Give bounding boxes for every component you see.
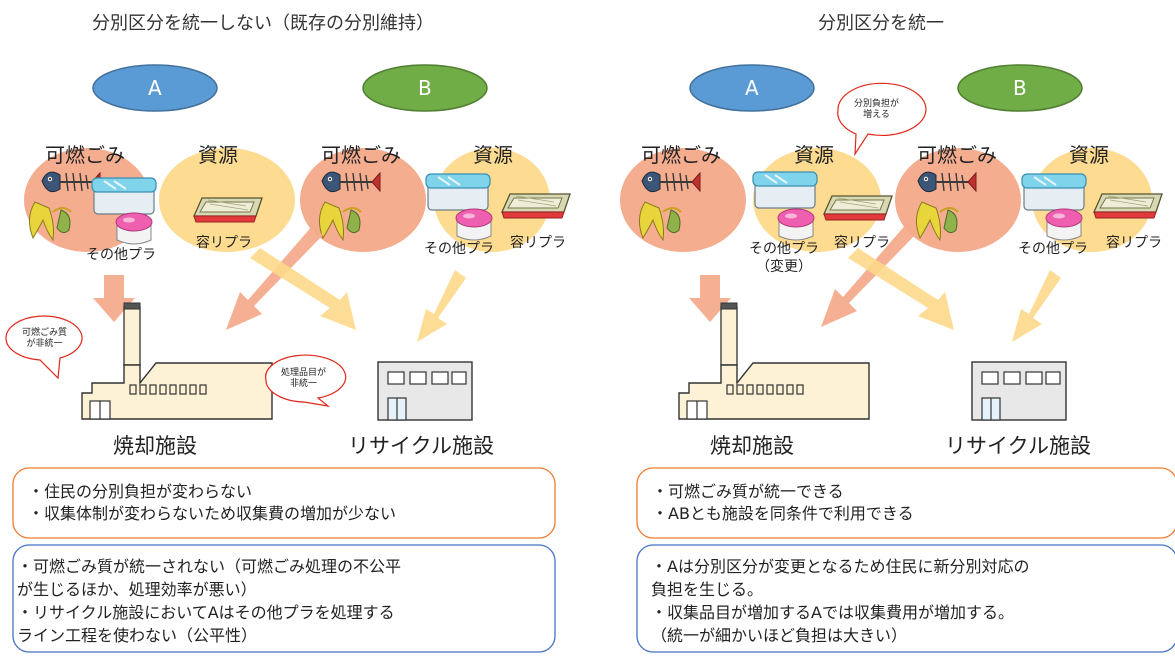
category-resource-b-right: 資源 [1069,143,1109,167]
group-a-ellipse-right [689,64,815,112]
item-container-plastic-b-right: 容リプラ [1106,235,1162,251]
factory-icon [678,302,870,420]
pink-cup-icon [777,208,815,241]
facility-incinerator-left: 焼却施設 [113,434,197,458]
arrow-a-resource-to-recycling-right [848,248,954,330]
callout-incinerator-line1: 可燃ごみ質 [22,328,68,338]
category-resource-a-right: 資源 [794,143,834,167]
plastic-tray-icon [501,193,571,219]
plastic-container-icon [91,177,157,215]
category-resource-b-left: 資源 [473,143,513,167]
plastic-tray-icon [193,197,263,223]
callout-incinerator-text: 可燃ごみ質 が非統一 [22,328,67,350]
callout-recycling-line2: 非統一 [290,379,318,389]
plastic-tray-icon [1093,193,1163,219]
callout-recycling-bubble [265,354,347,407]
callout-burden-bubble [837,82,927,157]
merit-line: ・可燃ごみ質が統一できる [652,482,844,501]
callout-burden-line2: 増える [863,110,890,120]
demerit-line: （統一が細かいほど負担は大きい） [651,626,908,645]
item-other-plastic-a-right-note: （変更） [756,259,812,275]
item-container-plastic-a-left: 容リプラ [196,235,252,251]
demerit-line: ・Aは分別区分が変更となるため住民に新分別対応の [651,557,1030,576]
category-burnable-a-left: 可燃ごみ [45,143,125,167]
plastic-tray-icon [823,195,893,221]
demerit-box-left [12,544,556,653]
facility-incinerator-right: 焼却施設 [710,434,794,458]
category-burnable-a-right: 可燃ごみ [641,143,721,167]
facility-recycling-right: リサイクル施設 [945,434,1091,458]
group-a-ellipse-left [92,64,218,112]
pink-cup-icon [455,208,493,241]
item-other-plastic-a-left: その他プラ [86,247,156,263]
pink-cup-icon [1045,208,1083,241]
merit-text-right: ・可燃ごみ質が統一できる ・ABとも施設を同条件で利用できる [652,481,914,525]
group-b-ellipse-right [957,64,1083,112]
arrow-a-burnable-to-incinerator-right [689,275,731,322]
item-other-plastic-a-right: その他プラ （変更） [744,242,824,274]
item-other-plastic-b-left: その他プラ [424,241,494,257]
group-a-label-left: A [148,76,162,100]
demerit-line: 負担を生じる。 [651,580,764,599]
merit-text-left: ・住民の分別負担が変わらない ・収集体制が変わらないため収集費の増加が少ない [28,481,396,525]
demerit-text-left: ・可燃ごみ質が統一されない（可燃ごみ処理の不公平 が生じるほか、処理効率が悪い）… [17,555,401,647]
callout-recycling-line1: 処理品目が [281,368,327,378]
pink-cup-icon [115,212,153,245]
callout-burden-text: 分別負担が 増える [854,99,899,121]
merit-box-left [12,467,556,539]
demerit-line: ・収集品目が増加するAでは収集費用が増加する。 [651,603,1014,622]
item-container-plastic-b-left: 容リプラ [510,235,566,251]
arrow-a-burnable-to-incinerator-left [93,275,135,322]
left-panel-title: 分別区分を統一しない（既存の分別維持） [92,13,434,34]
demerit-line: が生じるほか、処理効率が悪い） [17,580,257,599]
recycling-building-icon [377,361,473,421]
demerit-box-right [636,544,1175,653]
arrow-b-resource-to-recycling-left [417,270,466,342]
category-burnable-b-right: 可燃ごみ [917,143,997,167]
merit-line: ・住民の分別負担が変わらない [28,482,253,501]
group-b-label-left: B [418,76,432,100]
callout-burden-line1: 分別負担が [854,99,900,109]
category-burnable-b-left: 可燃ごみ [321,143,401,167]
demerit-line: ライン工程を使わない（公平性） [17,626,258,645]
category-resource-a-left: 資源 [198,143,238,167]
item-other-plastic-a-right-label: その他プラ [749,241,819,257]
plastic-container-icon [1021,173,1087,211]
merit-line: ・ABとも施設を同条件で利用できる [652,504,914,523]
plastic-container-icon [425,173,491,211]
arrow-a-resource-to-recycling-left [250,248,356,330]
group-b-ellipse-left [362,64,488,112]
group-b-label-right: B [1013,76,1027,100]
arrow-b-resource-to-recycling-right [1012,270,1061,342]
callout-incinerator-bubble [5,315,83,380]
recycling-building-icon [971,361,1067,421]
demerit-text-right: ・Aは分別区分が変更となるため住民に新分別対応の 負担を生じる。 ・収集品目が増… [651,555,1029,647]
demerit-line: ・可燃ごみ質が統一されない（可燃ごみ処理の不公平 [17,557,402,576]
right-panel-title: 分別区分を統一 [818,13,944,34]
arrow-b-burnable-to-incinerator-right [821,222,918,327]
arrow-b-burnable-to-incinerator-left [226,225,323,330]
group-a-label-right: A [745,76,759,100]
merit-box-right [636,467,1175,539]
callout-incinerator-line2: が非統一 [26,339,63,349]
item-other-plastic-b-right: その他プラ [1018,241,1088,257]
facility-recycling-left: リサイクル施設 [348,434,494,458]
item-container-plastic-a-right: 容リプラ [834,235,890,251]
callout-recycling-text: 処理品目が 非統一 [281,368,326,390]
plastic-container-icon [752,171,818,209]
merit-line: ・収集体制が変わらないため収集費の増加が少ない [28,504,397,523]
demerit-line: ・リサイクル施設においてAはその他プラを処理する [17,603,395,622]
